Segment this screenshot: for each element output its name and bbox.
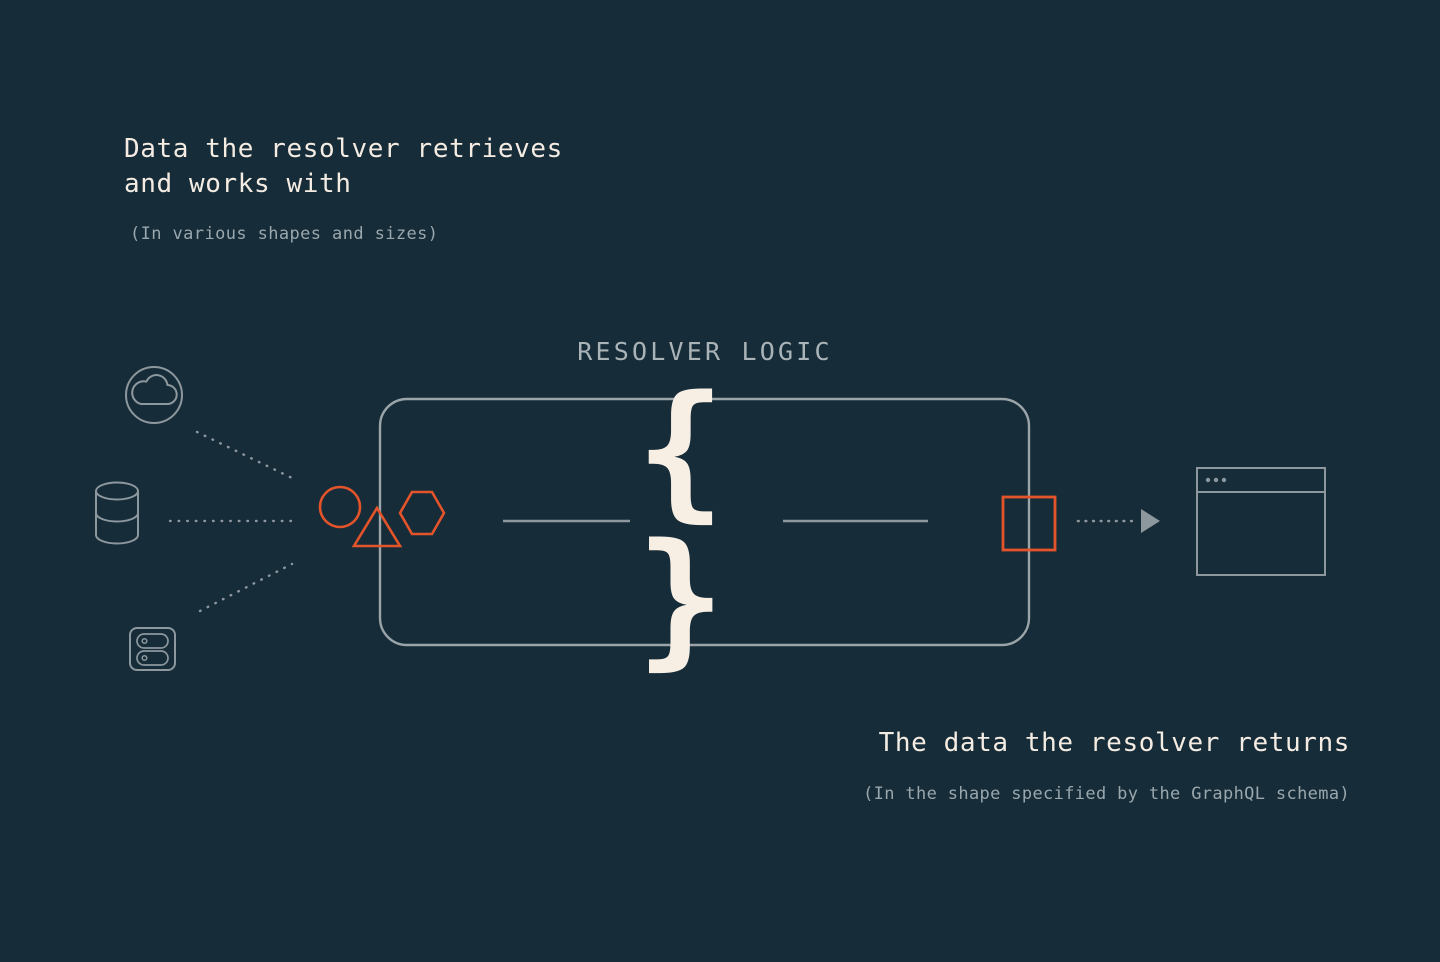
- bottom-caption-subline: (In the shape specified by the GraphQL s…: [863, 784, 1350, 804]
- top-caption-subline: (In various shapes and sizes): [130, 224, 439, 244]
- cloud-icon: [125, 366, 183, 424]
- browser-window-icon: [1196, 467, 1326, 576]
- top-caption-headline: Data the resolver retrieves and works wi…: [124, 134, 563, 199]
- bottom-caption-headline: The data the resolver returns: [878, 728, 1350, 758]
- resolver-logic-container: [378, 397, 1031, 647]
- bottom-caption: The data the resolver returns (In the sh…: [863, 726, 1350, 806]
- connector-server-to-shapes: [198, 562, 294, 613]
- curly-brace-glyph: { }: [636, 364, 725, 684]
- circle-shape: [318, 485, 362, 529]
- server-rack-icon: [129, 627, 176, 671]
- arrow-head-icon: [1141, 509, 1160, 533]
- connector-cloud-to-shapes: [195, 430, 294, 480]
- resolver-logic-title: RESOLVER LOGIC: [577, 337, 833, 366]
- resolver-brace: { }: [636, 376, 786, 672]
- triangle-shape: [351, 505, 403, 548]
- database-icon: [95, 481, 139, 545]
- hexagon-shape: [398, 490, 446, 536]
- square-shape: [1001, 495, 1057, 552]
- top-caption: Data the resolver retrieves and works wi…: [124, 132, 744, 246]
